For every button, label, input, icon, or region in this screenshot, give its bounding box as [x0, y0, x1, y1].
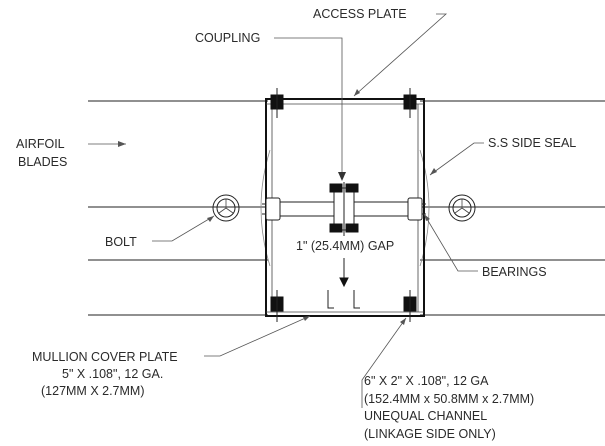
- airfoil-blade-right: [420, 100, 605, 316]
- corner-bolt-bottom-left: [270, 290, 284, 322]
- label-coupling: COUPLING: [195, 31, 260, 45]
- label-mullion-line1: MULLION COVER PLATE: [32, 350, 178, 364]
- label-gap: 1" (25.4MM) GAP: [296, 239, 394, 253]
- leader-bearings: [423, 213, 478, 272]
- label-channel-line4: (LINKAGE SIDE ONLY): [364, 427, 496, 441]
- label-airfoil-line2: BLADES: [18, 155, 67, 169]
- label-bolt: BOLT: [105, 235, 137, 249]
- coupling: [329, 182, 359, 236]
- leader-ss-side-seal: [429, 142, 484, 176]
- leader-unequal-channel: [361, 317, 407, 408]
- label-airfoil-line1: AIRFOIL: [16, 137, 65, 151]
- corner-bolt-bottom-right: [403, 290, 417, 322]
- bolt-left: [212, 194, 240, 222]
- unequal-channel-lips: [327, 290, 360, 309]
- airfoil-blade-left: [88, 100, 268, 316]
- corner-bolt-top-left: [270, 88, 284, 118]
- corner-bolt-top-right: [403, 88, 417, 118]
- bolt-right: [448, 194, 476, 222]
- leader-mullion-cover-plate: [204, 315, 311, 357]
- linkage-shaft: [262, 197, 426, 221]
- label-access-plate: ACCESS PLATE: [313, 7, 407, 21]
- leader-bolt: [152, 215, 215, 242]
- label-channel-line3: UNEQUAL CHANNEL: [364, 409, 487, 423]
- label-channel-line1: 6" X 2" X .108", 12 GA: [364, 374, 489, 388]
- leader-airfoil: [88, 141, 126, 147]
- label-bearings: BEARINGS: [482, 265, 547, 279]
- label-mullion-line3: (127MM X 2.7MM): [41, 384, 145, 398]
- label-channel-line2: (152.4MM x 50.8MM x 2.7MM): [364, 392, 534, 406]
- label-mullion-line2: 5" X .108", 12 GA.: [62, 367, 163, 381]
- gap-arrow: [339, 258, 349, 288]
- leader-access-plate: [353, 13, 448, 97]
- leader-coupling: [274, 37, 346, 181]
- label-ss-side-seal: S.S SIDE SEAL: [488, 136, 576, 150]
